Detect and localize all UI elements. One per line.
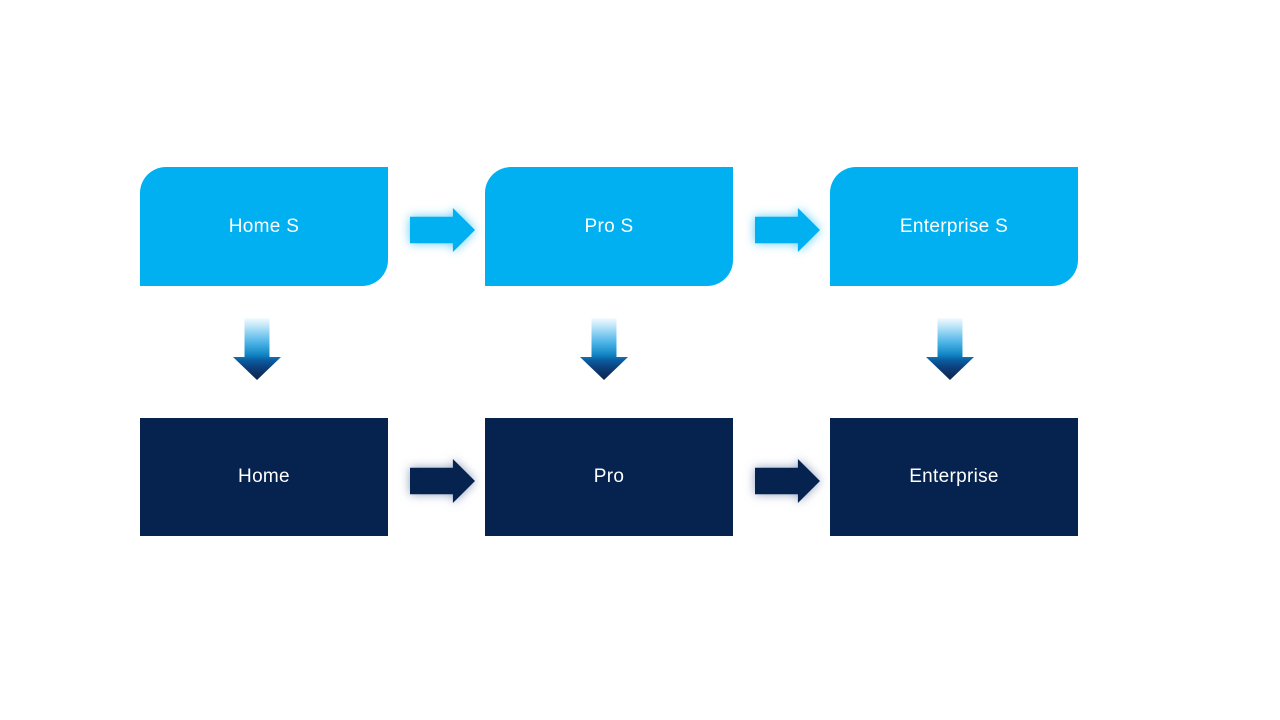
node-label: Home S xyxy=(228,215,300,237)
arrow-right-icon xyxy=(410,208,475,252)
arrow-right-shape xyxy=(410,208,475,252)
node-enterprise-s: Enterprise S xyxy=(830,167,1078,286)
node-pro: Pro xyxy=(485,418,733,536)
arrow-right-icon xyxy=(755,459,820,503)
arrow-right-shape xyxy=(410,459,475,503)
arrow-down-icon xyxy=(233,318,281,380)
node-label: Enterprise S xyxy=(899,215,1009,237)
arrow-right-icon xyxy=(755,208,820,252)
node-label: Pro xyxy=(593,466,625,487)
node-pro-s: Pro S xyxy=(485,167,733,286)
node-label: Home xyxy=(238,466,290,487)
arrow-down-icon xyxy=(580,318,628,380)
arrow-down-icon xyxy=(926,318,974,380)
arrow-right-shape xyxy=(755,459,820,503)
node-label: Pro S xyxy=(584,215,634,237)
node-home: Home xyxy=(140,418,388,536)
node-label: Enterprise xyxy=(909,466,999,487)
node-enterprise: Enterprise xyxy=(830,418,1078,536)
arrow-right-shape xyxy=(755,208,820,252)
node-home-s: Home S xyxy=(140,167,388,286)
arrow-right-icon xyxy=(410,459,475,503)
